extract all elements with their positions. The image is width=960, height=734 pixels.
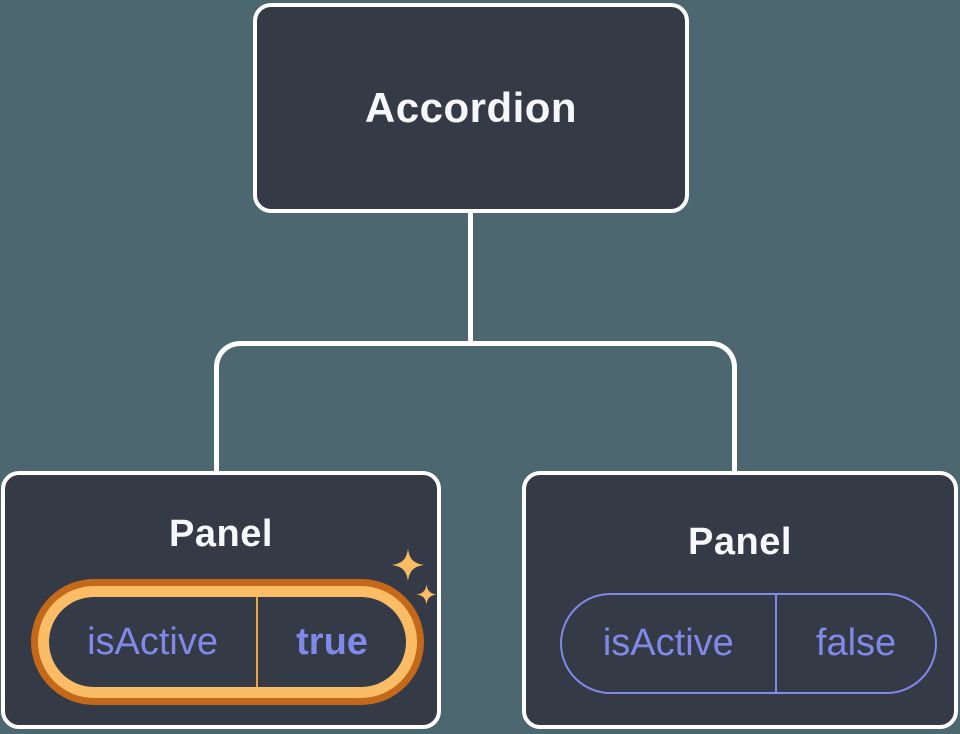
panel-label: Panel <box>169 513 273 555</box>
state-pill-inactive: isActive false <box>560 593 937 694</box>
state-pill-active-body: isActive true <box>49 597 406 687</box>
state-pill-active-ring: isActive true <box>38 586 417 698</box>
sparkle-small-icon <box>416 584 437 605</box>
node-accordion: Accordion <box>253 3 689 213</box>
connector-branch <box>214 341 737 471</box>
state-value: true <box>296 620 368 663</box>
accordion-label: Accordion <box>364 84 578 131</box>
panel-label: Panel <box>688 521 792 563</box>
pill-divider <box>256 597 259 687</box>
node-panel-active: Panel isActive true <box>1 471 441 729</box>
state-value: false <box>815 622 897 664</box>
pill-divider <box>774 595 778 692</box>
state-pill-active: isActive true <box>31 579 424 705</box>
connector-stem <box>468 211 473 344</box>
state-key: isActive <box>87 620 218 663</box>
state-key: isActive <box>602 622 734 664</box>
node-panel-inactive: Panel isActive false <box>522 471 958 729</box>
